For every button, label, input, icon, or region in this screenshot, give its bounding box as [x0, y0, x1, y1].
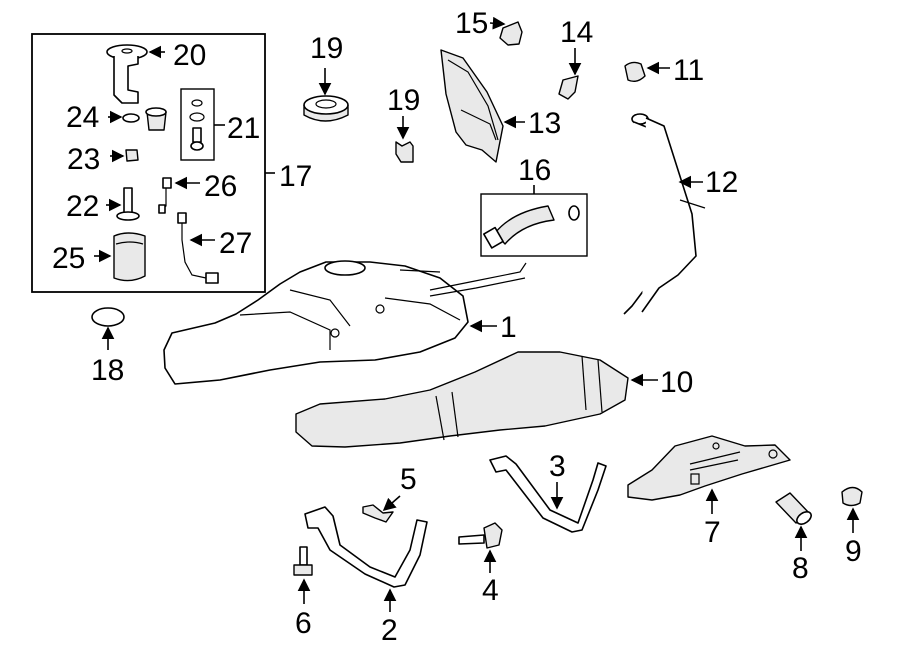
callout-13: 13 — [528, 107, 561, 140]
part-13-heat-shield — [440, 49, 525, 163]
callout-11: 11 — [673, 54, 704, 87]
part-10-skid-plate — [295, 351, 658, 448]
callout-27: 27 — [219, 227, 252, 260]
part-6-bolt — [293, 546, 313, 604]
callout-3: 3 — [549, 450, 566, 483]
part-24-o-ring — [108, 110, 140, 124]
part-23-grommet — [110, 149, 139, 163]
part-26-wire-connector — [158, 176, 200, 214]
callout-23: 23 — [67, 143, 100, 176]
part-8-fitting — [775, 492, 812, 551]
callout-2: 2 — [381, 614, 398, 647]
callout-5: 5 — [400, 463, 417, 496]
part-15-bolt — [489, 16, 523, 46]
callout-20: 20 — [173, 39, 206, 72]
part-12-filler-pipe — [623, 113, 706, 315]
part-3-tank-strap — [489, 455, 607, 533]
part-5-clip — [362, 495, 401, 523]
part-19-clip — [395, 116, 414, 163]
part-22-pump-filter — [106, 187, 140, 221]
callout-24: 24 — [66, 101, 99, 134]
part-16-hose-kit — [480, 185, 588, 257]
callout-19-top: 19 — [310, 32, 343, 65]
part-18-gasket — [91, 307, 125, 350]
callout-9: 9 — [845, 535, 862, 568]
part-9-plug — [841, 486, 863, 533]
callout-25: 25 — [52, 242, 85, 275]
part-4-bolt — [458, 522, 503, 573]
part-filter-cap — [145, 107, 167, 131]
callout-21: 21 — [227, 112, 260, 145]
callout-18: 18 — [91, 354, 124, 387]
callout-12: 12 — [705, 166, 738, 199]
part-19-pad-ring — [303, 68, 349, 122]
callout-10: 10 — [660, 366, 693, 399]
callout-7: 7 — [704, 516, 721, 549]
callout-15: 15 — [455, 7, 488, 40]
callout-6: 6 — [295, 607, 312, 640]
part-25-pump-module — [94, 232, 146, 282]
part-2-tank-strap — [304, 506, 428, 612]
callout-22: 22 — [66, 190, 99, 223]
part-11-grommet — [624, 61, 670, 83]
callout-8: 8 — [792, 552, 809, 585]
part-14-vent-cap — [558, 48, 582, 100]
part-1-fuel-tank — [163, 260, 527, 385]
callout-17: 17 — [279, 160, 312, 193]
callout-4: 4 — [482, 574, 499, 607]
callout-26: 26 — [204, 170, 237, 203]
callout-16: 16 — [518, 154, 551, 187]
part-7-bracket — [627, 435, 791, 514]
part-21-seal-set — [180, 88, 225, 161]
part-20-pump-bracket — [106, 44, 165, 104]
callout-19-clip: 19 — [387, 84, 420, 117]
callout-1: 1 — [500, 311, 517, 344]
callout-14: 14 — [560, 16, 593, 49]
fuel-pump-kit-box — [31, 33, 275, 293]
part-27-sender-wire — [177, 212, 219, 284]
